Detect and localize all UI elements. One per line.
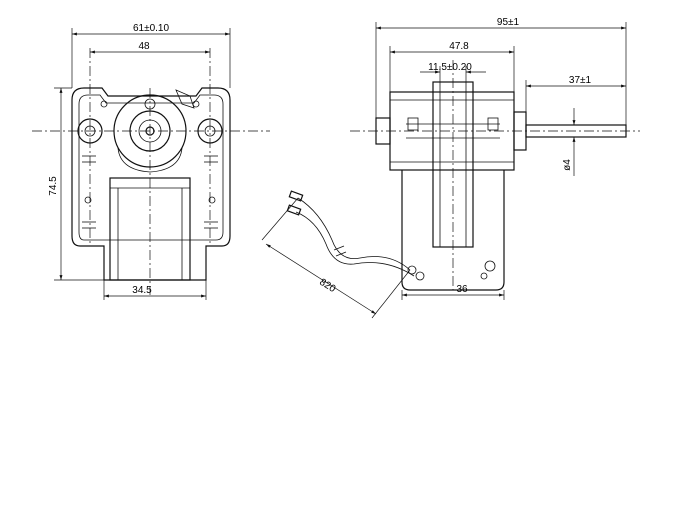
frame-hole-mid-right — [208, 196, 216, 204]
dim-side-total-label: 95±1 — [497, 17, 520, 28]
lead-wire-1 — [297, 197, 411, 271]
top-pin — [144, 98, 156, 110]
right-mount-ear — [197, 118, 223, 144]
front-frame-outline — [71, 87, 231, 281]
front-view — [32, 48, 270, 295]
shaft-bore — [145, 126, 155, 136]
frame-hole-top-left — [100, 100, 108, 108]
retaining-clip — [175, 89, 195, 109]
dim-line-lead-length — [265, 243, 377, 315]
dim-base-width-label: 36 — [456, 284, 468, 295]
rotor-hub — [129, 110, 171, 152]
right-mount-hole — [204, 125, 216, 137]
side-dimensions: 95±1 47.8 11.5±0.20 37±1 ø4 820 36 — [261, 17, 627, 319]
front-dimensions: 61±0.10 48 74.5 34.5 — [48, 23, 231, 300]
coil-base-block — [401, 170, 505, 291]
terminal-hole-1 — [407, 265, 417, 275]
rotor-hub-outer — [113, 94, 187, 168]
front-frame-inner-outline — [78, 94, 224, 241]
dim-bearing-width-label: 11.5±0.20 — [428, 62, 472, 73]
frame-hole-mid-left — [84, 196, 92, 204]
dim-lead-length-label: 820 — [317, 277, 337, 295]
bearing-bracket — [432, 81, 474, 248]
dim-shaft-diameter-label: ø4 — [562, 159, 573, 171]
lead-wire-2 — [295, 211, 415, 277]
output-shaft — [525, 124, 627, 138]
left-mount-ear — [77, 118, 103, 144]
coil-bobbin — [109, 177, 191, 281]
dim-coil-width-label: 34.5 — [132, 285, 152, 296]
wire-terminal-2 — [286, 204, 302, 216]
left-mount-hole — [84, 125, 96, 137]
terminal-hole-4 — [480, 272, 488, 280]
dim-side-body-label: 47.8 — [449, 41, 469, 52]
dim-shaft-extension-label: 37±1 — [569, 75, 592, 86]
dim-hole-spacing-label: 48 — [138, 41, 150, 52]
rotor-hub-lobe — [117, 147, 183, 173]
dim-front-width-label: 61±0.10 — [133, 23, 170, 34]
wire-terminal-1 — [288, 190, 304, 202]
terminal-hole-2 — [415, 271, 425, 281]
terminal-hole-3 — [484, 260, 496, 272]
dim-front-height-label: 74.5 — [48, 176, 59, 196]
frame-hole-top-right — [192, 100, 200, 108]
rotor-hub-inner — [138, 119, 162, 143]
side-view — [286, 60, 640, 291]
